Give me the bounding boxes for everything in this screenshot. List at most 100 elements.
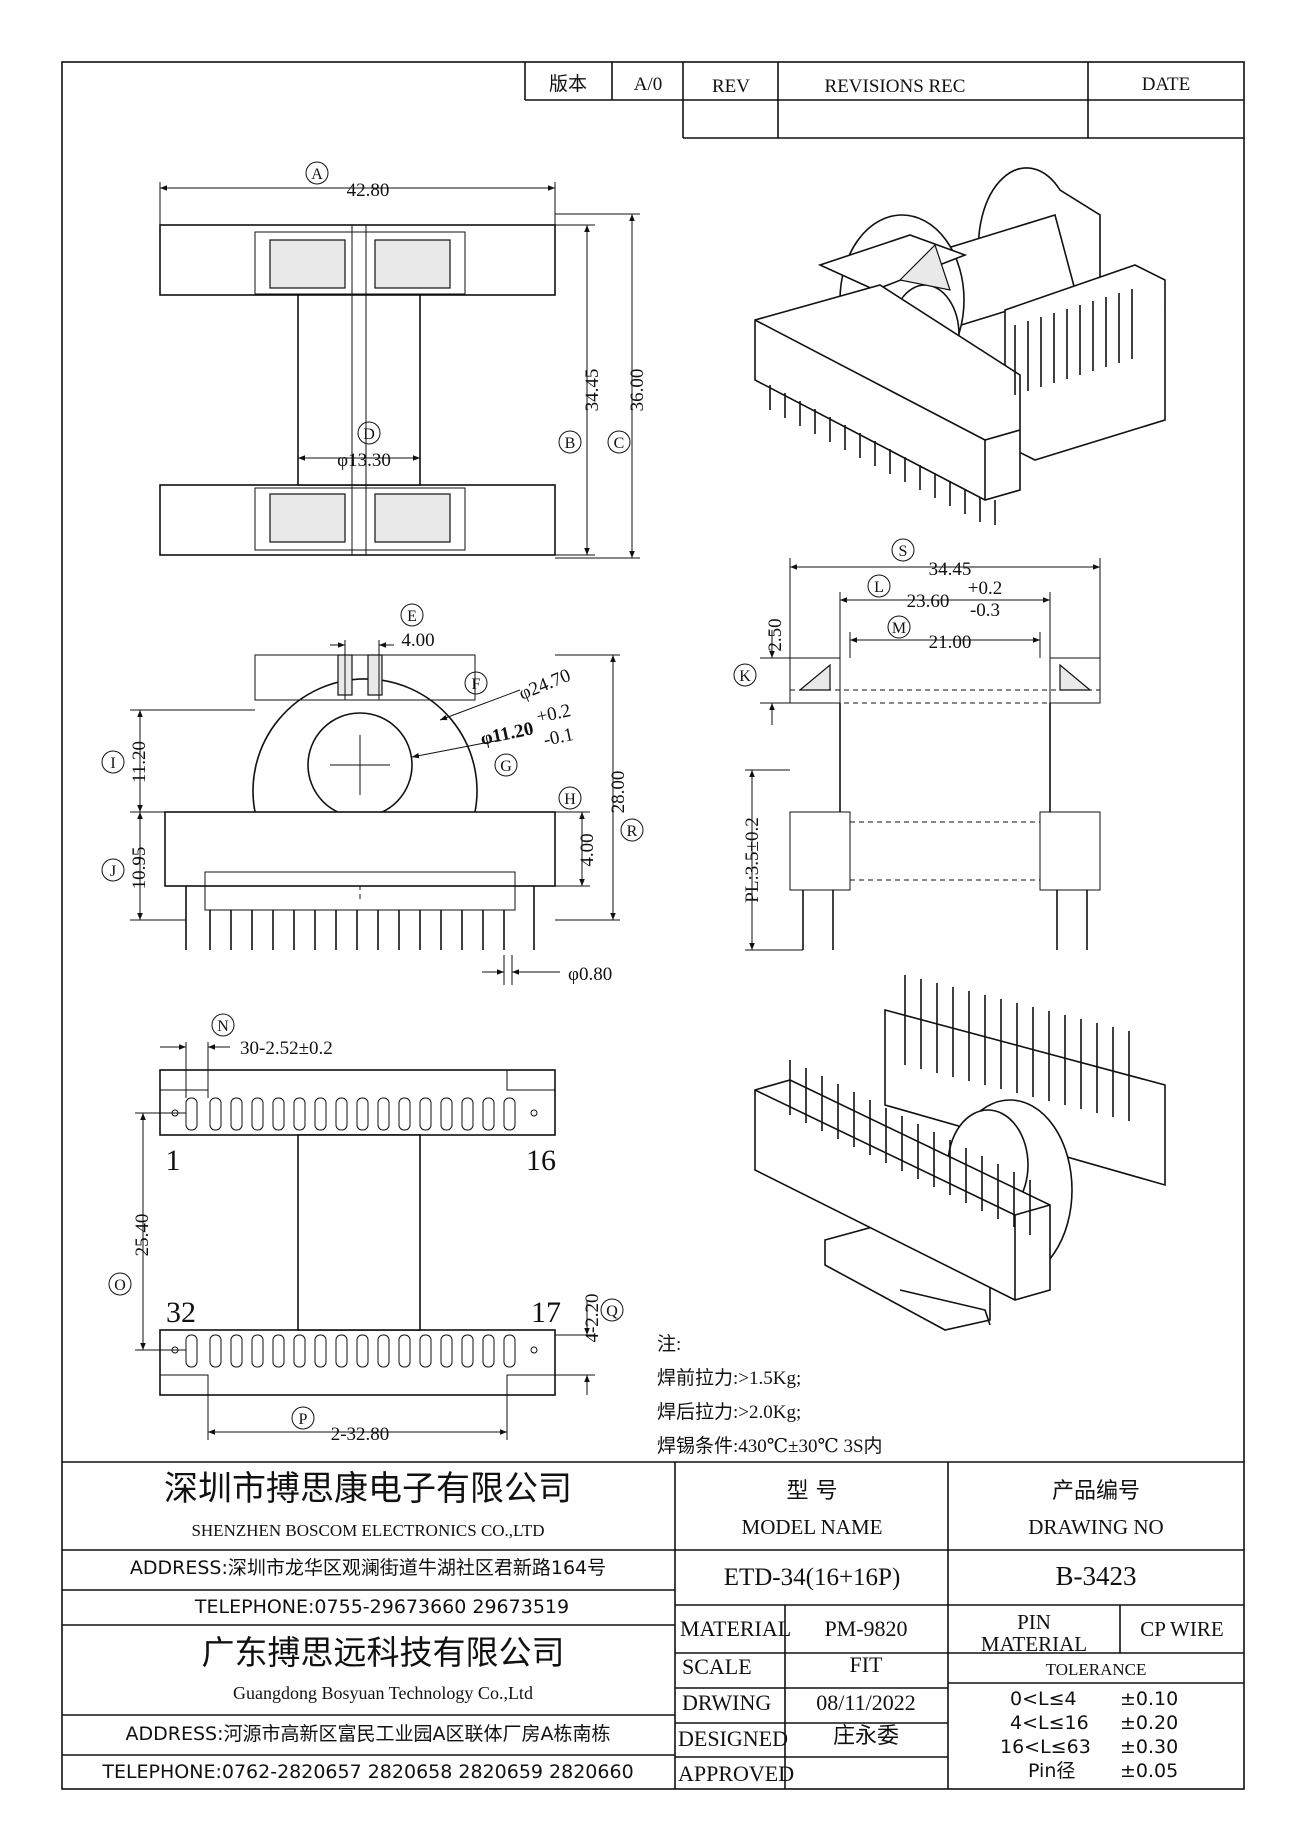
dim-F-label: F xyxy=(472,676,481,693)
dim-G-label: G xyxy=(500,758,512,775)
dim-L-value: 23.60 xyxy=(907,591,950,612)
dim-Q-label: Q xyxy=(606,1303,618,1320)
designed-value: 庄永委 xyxy=(832,1724,900,1749)
dim-L-label: L xyxy=(874,579,884,596)
pin-16-label: 16 xyxy=(526,1144,556,1177)
company-2-telephone: TELEPHONE:0762-2820657 2820658 2820659 2… xyxy=(102,1761,634,1783)
company-1-name-cn: 深圳市搏思康电子有限公司 xyxy=(164,1469,572,1509)
drawing-no-value: B-3423 xyxy=(1055,1561,1137,1591)
model-name-label-cn: 型 号 xyxy=(786,1479,838,1504)
tolerance-value-1: ±0.10 xyxy=(1120,1688,1179,1710)
rev-label: REV xyxy=(712,76,750,97)
scale-label: SCALE xyxy=(682,1654,752,1679)
model-name-label-en: MODEL NAME xyxy=(741,1515,883,1539)
tolerance-range-2: 4<L≤16 xyxy=(1010,1712,1089,1734)
dim-S-label: S xyxy=(899,543,908,560)
bottom-pins-top xyxy=(171,1097,538,1131)
company-2-address: ADDRESS:河源市高新区富民工业园A区联体厂房A栋南栋 xyxy=(125,1723,611,1745)
dim-S-value: 34.45 xyxy=(929,559,972,580)
view-front: E 4.00 F φ24.70 φ11.20 +0.2 -0.1 G 4.00 … xyxy=(101,603,644,985)
dim-B-value: 34.45 xyxy=(582,369,603,412)
dim-M-label: M xyxy=(892,620,906,637)
tolerance-value-4: ±0.05 xyxy=(1120,1760,1179,1782)
notes-line-2: 焊后拉力:>2.0Kg; xyxy=(657,1401,801,1423)
dim-N-label: N xyxy=(217,1018,229,1035)
company-2-name-cn: 广东搏思远科技有限公司 xyxy=(201,1633,565,1672)
company-2-name-en: Guangdong Bosyuan Technology Co.,Ltd xyxy=(233,1683,533,1703)
dim-N-value: 30-2.52±0.2 xyxy=(240,1038,333,1059)
tolerance-range-4: Pin径 xyxy=(1028,1760,1076,1782)
dim-O-value: 25.40 xyxy=(132,1214,153,1257)
model-name-value: ETD-34(16+16P) xyxy=(723,1564,901,1591)
dim-D-value: φ13.30 xyxy=(337,450,391,471)
tolerance-label: TOLERANCE xyxy=(1045,1660,1147,1679)
dim-K-label: K xyxy=(739,668,751,685)
dim-G-tol-plus: +0.2 xyxy=(535,700,573,728)
dim-J-label: J xyxy=(110,863,116,880)
dim-C-value: 36.00 xyxy=(627,369,648,412)
dim-D-label: D xyxy=(363,426,375,443)
dim-A-value: 42.80 xyxy=(347,180,390,201)
revisions-rec-label: REVISIONS REC xyxy=(825,76,966,97)
dim-H-label: H xyxy=(564,791,576,808)
pin-material-label-line2: MATERIAL xyxy=(980,1632,1088,1656)
notes-title: 注: xyxy=(657,1333,681,1355)
revision-block: 版本 A/0 REV REVISIONS REC DATE xyxy=(524,62,1244,139)
dim-K-value: 2.50 xyxy=(765,618,786,651)
dim-P-label: P xyxy=(299,1411,308,1428)
approved-label: APPROVED xyxy=(678,1761,795,1786)
drawing-no-label-cn: 产品编号 xyxy=(1051,1479,1141,1504)
tolerance-range-3: 16<L≤63 xyxy=(1000,1736,1091,1758)
dim-M-value: 21.00 xyxy=(929,632,972,653)
drawing-label: DRWING xyxy=(682,1690,772,1715)
iso-view-upper xyxy=(754,167,1166,525)
pin-material-value: CP WIRE xyxy=(1140,1617,1224,1641)
dim-B-label: B xyxy=(565,435,576,452)
dim-A-label: A xyxy=(311,166,323,183)
dim-G-value: φ11.20 xyxy=(479,718,536,750)
dim-pin-diameter: φ0.80 xyxy=(568,964,612,985)
drawing-no-label-en: DRAWING NO xyxy=(1028,1515,1164,1539)
bottom-pins-bottom xyxy=(171,1334,538,1368)
dim-pin-pitch: PL:3.5±0.2 xyxy=(742,817,763,902)
sheet-border xyxy=(61,61,1245,1790)
dim-H-value: 4.00 xyxy=(577,833,598,866)
dim-I-label: I xyxy=(110,755,115,772)
dim-J-value: 10.95 xyxy=(129,847,150,890)
notes: 注: 焊前拉力:>1.5Kg; 焊后拉力:>2.0Kg; 焊锡条件:430℃±3… xyxy=(657,1333,883,1457)
dim-R-value: 28.00 xyxy=(608,771,629,814)
dim-P-value: 2-32.80 xyxy=(331,1424,390,1445)
drawing-date-value: 08/11/2022 xyxy=(816,1690,916,1715)
dim-Q-value: 4-2.20 xyxy=(582,1293,603,1342)
notes-line-1: 焊前拉力:>1.5Kg; xyxy=(657,1367,801,1389)
iso-lower-pins-back xyxy=(904,975,1130,1121)
company-1-address: ADDRESS:深圳市龙华区观澜街道牛湖社区君新路164号 xyxy=(129,1557,607,1579)
notes-line-3: 焊锡条件:430℃±30℃ 3S内 xyxy=(657,1435,883,1457)
iso-upper-pins-front xyxy=(769,385,996,525)
iso-lower-pins-front xyxy=(789,1060,1031,1235)
iso-view-lower xyxy=(754,975,1166,1331)
pin-17-label: 17 xyxy=(531,1296,561,1329)
tolerance-value-3: ±0.30 xyxy=(1120,1736,1179,1758)
pin-material-label-line1: PIN xyxy=(1017,1610,1051,1634)
dim-L-tol-minus: -0.3 xyxy=(970,600,1000,621)
scale-value: FIT xyxy=(849,1652,883,1677)
title-block-grid xyxy=(62,1461,1244,1789)
view-bottom: 1 16 32 17 N 30-2.52±0.2 25.40 O 4-2.20 … xyxy=(108,1013,624,1445)
iso-upper-pins-back xyxy=(1014,289,1133,395)
pin-1-label: 1 xyxy=(166,1144,181,1177)
view-side: S 34.45 L 23.60 +0.2 -0.3 M 21.00 2.50 K… xyxy=(733,538,1101,951)
dim-F-value: φ24.70 xyxy=(516,665,574,705)
date-label: DATE xyxy=(1142,74,1191,95)
dim-O-label: O xyxy=(114,1277,126,1294)
rev-version-label: 版本 xyxy=(549,73,587,95)
dim-I-value: 11.20 xyxy=(129,741,150,783)
dim-G-tol-minus: -0.1 xyxy=(542,724,576,751)
pin-32-label: 32 xyxy=(166,1296,196,1329)
company-1-telephone: TELEPHONE:0755-29673660 29673519 xyxy=(194,1596,570,1618)
designed-label: DESIGNED xyxy=(678,1726,788,1751)
material-label: MATERIAL xyxy=(680,1616,792,1641)
rev-version-value: A/0 xyxy=(634,74,663,95)
front-pins xyxy=(185,886,535,950)
